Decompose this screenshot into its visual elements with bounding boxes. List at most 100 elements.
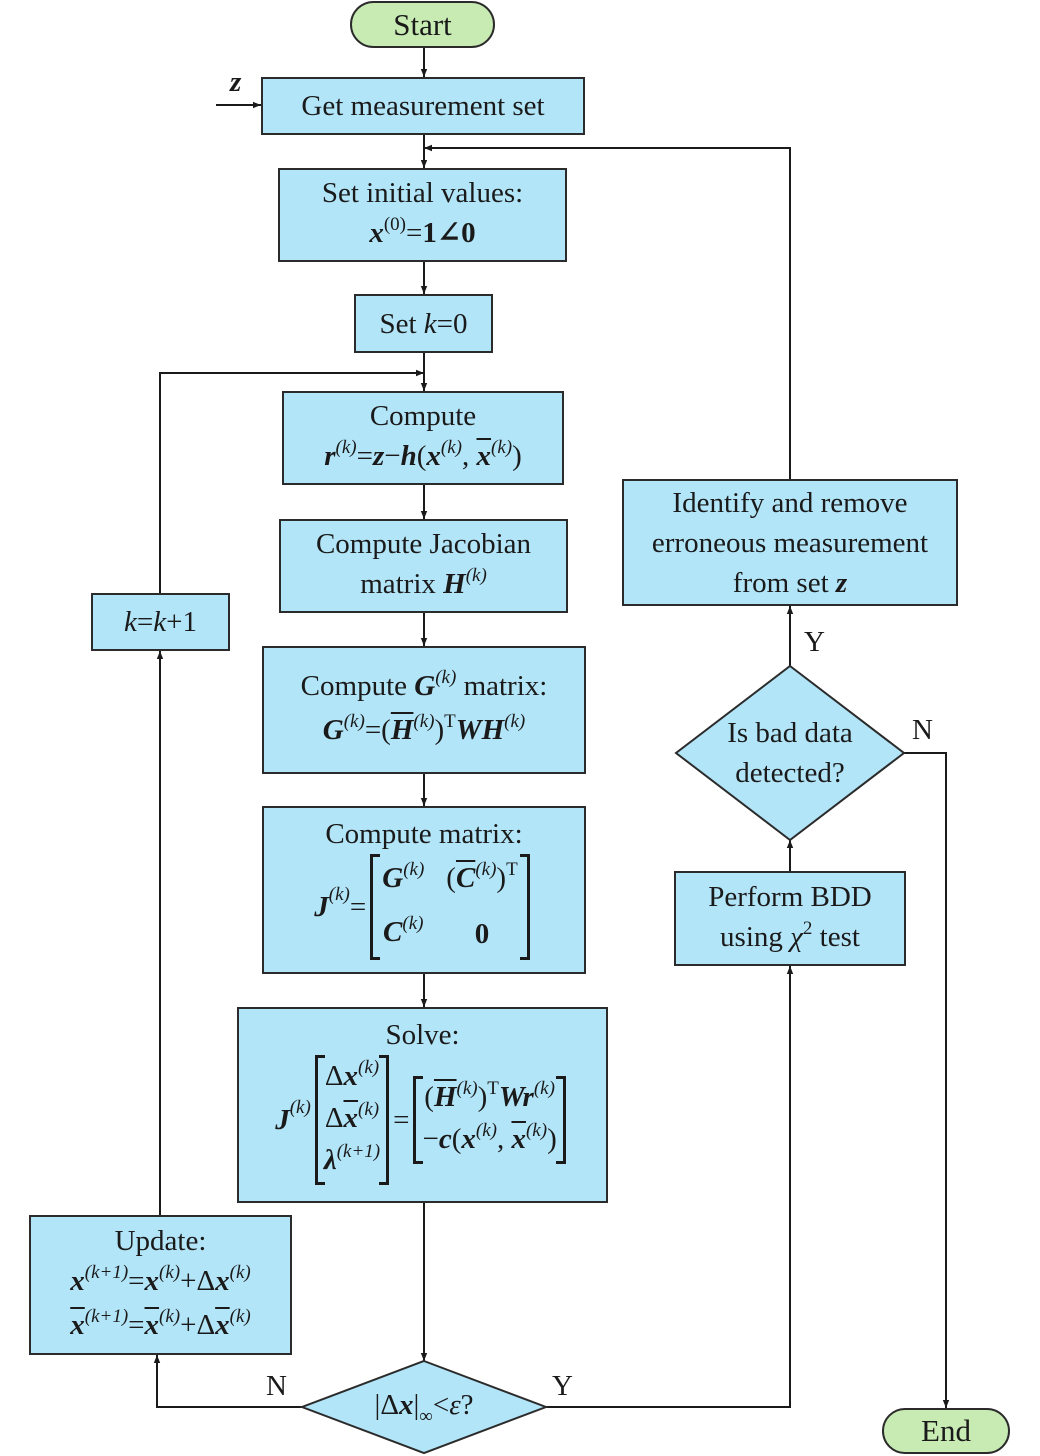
sup-k1: (k+1)	[84, 1306, 129, 1327]
identify-line2: erroneous measurement	[651, 526, 929, 559]
test-word: test	[812, 920, 860, 953]
paren-right: )	[496, 862, 507, 894]
matrix-word: matrix	[360, 568, 444, 600]
sup-k: (k)	[335, 437, 357, 458]
j-cell-21: C(k)	[382, 912, 424, 956]
sup-k: (k)	[533, 1078, 555, 1099]
decision-bad-data	[674, 664, 906, 842]
paren-right: )	[477, 1081, 488, 1113]
sup-k: (k)	[328, 884, 350, 905]
compute-word: Compute	[300, 670, 415, 702]
compute-matrix-formula: J(k)= G(k) (C(k))T C(k) 0	[314, 854, 533, 960]
var-W: W	[455, 714, 482, 746]
set-k-pre: Set	[379, 307, 424, 340]
var-r: r	[522, 1081, 534, 1113]
sup-k: (k)	[435, 667, 457, 688]
sup-k: (k)	[491, 437, 513, 458]
sup-k: (k)	[159, 1306, 181, 1327]
var-x: x	[398, 1389, 414, 1421]
sup-k: (k)	[229, 1262, 251, 1283]
paren-left: (	[446, 862, 456, 894]
var-x: x	[343, 1060, 359, 1092]
var-H: H	[443, 568, 466, 600]
edge-identify-loop	[424, 144, 791, 479]
var-xbar: x	[511, 1123, 526, 1155]
compute-jacobian-line1: Compute Jacobian	[315, 528, 532, 560]
delta-sign: Δ	[196, 1265, 216, 1297]
convergence-text: |Δx|∞<ε?	[302, 1361, 546, 1453]
compute-residual-formula: r(k)=z−h(x(k), x(k))	[324, 436, 522, 480]
var-lambda: λ	[323, 1144, 337, 1176]
j-matrix-bracket: G(k) (C(k))T C(k) 0	[370, 854, 531, 960]
set-k-box: Set k=0	[354, 294, 493, 353]
paren-right: )	[512, 440, 522, 472]
solve-formula: J(k) Δx(k) Δx(k) λ(k+1) = (H(k))TWr(k) −…	[275, 1055, 570, 1185]
end-label: End	[921, 1413, 971, 1448]
start-label: Start	[393, 6, 452, 42]
var-r: r	[324, 440, 336, 472]
convergence-yes-label: Y	[552, 1370, 573, 1402]
eq-sign: =	[393, 1104, 410, 1136]
abs-left: |	[374, 1389, 381, 1421]
sub-infinity: ∞	[419, 1406, 433, 1427]
sup-k: (k)	[358, 1057, 380, 1078]
identify-line3: from set z	[733, 563, 847, 603]
sup-k: (k)	[504, 711, 526, 732]
delta-sign: Δ	[380, 1389, 399, 1421]
bad-data-text: Is bad data detected?	[676, 666, 904, 840]
unknown-dxbar: Δx(k)	[324, 1099, 380, 1141]
sup-k: (k)	[358, 1099, 380, 1120]
eq-sign: =	[349, 891, 367, 923]
var-xbar: x	[70, 1309, 85, 1341]
start-terminal: Start	[350, 1, 495, 48]
compute-matrix-box: Compute matrix: J(k)= G(k) (C(k))T C(k) …	[262, 806, 586, 974]
transpose-T: T	[487, 1078, 499, 1099]
var-k: k	[124, 606, 137, 638]
var-J: J	[275, 1104, 290, 1136]
update-box: Update: x(k+1)=x(k)+Δx(k) x(k+1)=x(k)+Δx…	[29, 1215, 292, 1355]
var-G: G	[322, 714, 344, 746]
sup-k: (k)	[456, 1078, 478, 1099]
bad-data-line1: Is bad data	[727, 717, 853, 749]
plus-sign: +	[180, 1265, 197, 1297]
rhs-row2: −c(x(k), x(k))	[422, 1120, 556, 1162]
compute-matrix-line1: Compute matrix:	[325, 818, 523, 850]
set-k-text: Set k=0	[379, 304, 467, 344]
sup-k: (k)	[413, 711, 435, 732]
paren-left: (	[416, 440, 427, 472]
update-xbar-formula: x(k+1)=x(k)+Δx(k)	[70, 1305, 250, 1349]
comma: ,	[462, 440, 477, 472]
var-z: z	[372, 440, 385, 472]
matrix-word: matrix:	[456, 670, 548, 702]
convergence-no-label: N	[266, 1370, 287, 1402]
sup-k: (k)	[289, 1097, 311, 1118]
eq-sign: =	[128, 1309, 145, 1341]
j-matrix-grid: G(k) (C(k))T C(k) 0	[382, 858, 517, 956]
eq-sign: =	[405, 217, 423, 249]
solve-rhs-vector: (H(k))TWr(k) −c(x(k), x(k))	[413, 1076, 567, 1164]
var-x: x	[70, 1265, 85, 1297]
var-chi: χ	[790, 920, 803, 953]
update-line1: Update:	[114, 1225, 207, 1257]
bdd-line1: Perform BDD	[708, 880, 872, 913]
paren-left: (	[424, 1081, 434, 1113]
var-x: x	[144, 1265, 160, 1297]
sup-k: (k)	[229, 1306, 251, 1327]
var-xbar: x	[215, 1309, 230, 1341]
compute-g-formula: G(k)=(H(k))TWH(k)	[323, 710, 525, 754]
var-C: C	[383, 916, 403, 948]
rhs-row1: (H(k))TWr(k)	[422, 1078, 556, 1120]
compute-jacobian-box: Compute Jacobian matrix H(k)	[279, 519, 568, 613]
get-measurement-box: Get measurement set	[261, 77, 585, 135]
var-epsilon: ε	[449, 1389, 461, 1421]
var-x: x	[369, 217, 384, 249]
plus-sign: +	[180, 1309, 197, 1341]
bad-data-no-label: N	[912, 714, 933, 746]
var-J: J	[314, 891, 329, 923]
sup-k1: (k+1)	[84, 1262, 129, 1283]
sup-k: (k)	[343, 711, 365, 732]
sup-2: 2	[802, 917, 813, 939]
sup-k: (k)	[159, 1262, 181, 1283]
